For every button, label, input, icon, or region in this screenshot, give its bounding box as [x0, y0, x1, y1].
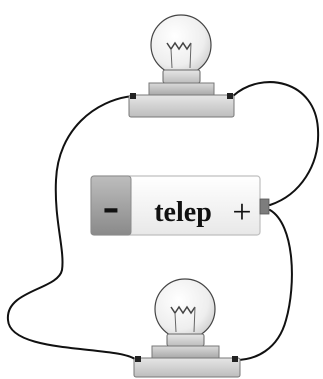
wire-top-bulb-left-to-bottom-bulb-left: [6, 95, 137, 361]
terminal-right: [232, 356, 238, 362]
bottom-bulb: [133, 278, 241, 378]
battery-plus-terminal: [259, 198, 270, 215]
terminal-left: [130, 93, 136, 99]
top-bulb: [128, 14, 235, 118]
bulb-filament-supports: [170, 42, 192, 69]
bulb-socket-base: [133, 357, 241, 378]
wire-top-bulb-right-to-battery-plus: [232, 81, 320, 206]
bulb-socket: [151, 345, 220, 359]
bulb-socket-base: [128, 94, 235, 118]
battery-minus-sign: -: [103, 177, 120, 233]
bulb-filament-supports: [174, 306, 196, 333]
wire-battery-plus-to-bottom-bulb-right: [235, 209, 293, 361]
terminal-left: [135, 356, 141, 362]
battery-plus-sign: +: [232, 194, 251, 231]
bulb-socket: [148, 82, 215, 96]
battery-minus-cap: [90, 175, 132, 236]
terminal-right: [227, 93, 233, 99]
bulb-base: [162, 69, 201, 84]
battery-label: telep: [154, 197, 212, 228]
bulb-base: [166, 333, 205, 347]
battery: - telep +: [90, 175, 270, 236]
wires: [6, 81, 320, 361]
